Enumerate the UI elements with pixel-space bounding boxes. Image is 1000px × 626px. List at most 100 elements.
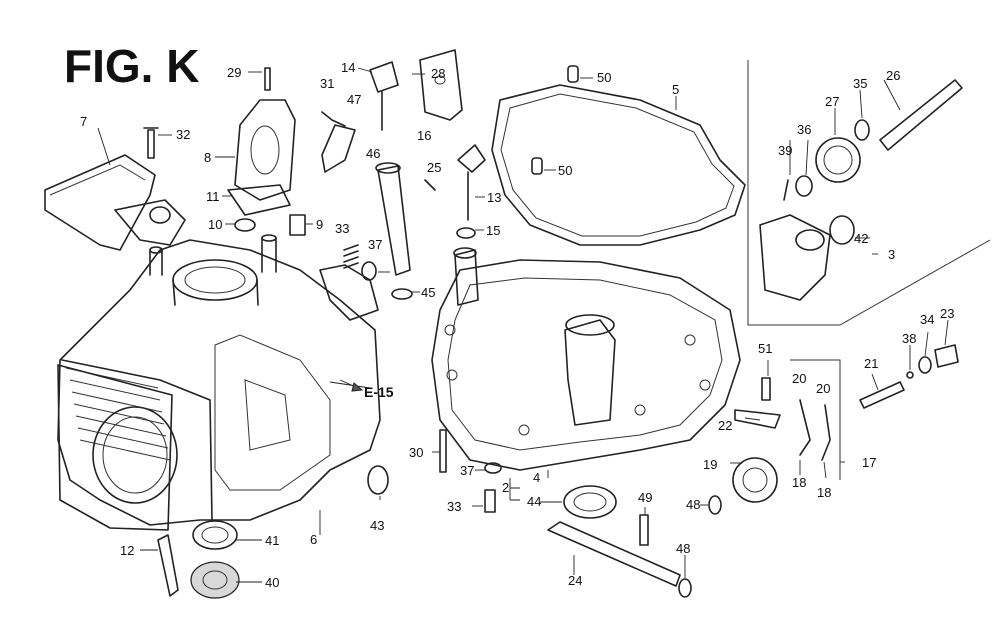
callout-24: 24 bbox=[568, 573, 582, 588]
callout-37: 37 bbox=[368, 237, 382, 252]
callout-9: 9 bbox=[316, 217, 323, 232]
callout-39: 39 bbox=[778, 143, 792, 158]
part-31-bolt bbox=[321, 111, 346, 127]
part-14-cap bbox=[369, 61, 399, 93]
callout-45: 45 bbox=[421, 285, 435, 300]
inset-frame bbox=[747, 60, 991, 326]
part-40-bearing bbox=[190, 561, 240, 599]
callout-33b: 33 bbox=[447, 499, 461, 514]
callout-26: 26 bbox=[886, 68, 900, 83]
part-15-washer bbox=[456, 227, 476, 239]
part-50-pin-a bbox=[567, 65, 579, 83]
part-30-bolt bbox=[439, 429, 447, 473]
callout-44: 44 bbox=[527, 494, 541, 509]
part-48-washer-a bbox=[708, 495, 722, 515]
part-28-bracket bbox=[419, 49, 463, 121]
part-37-washer-b bbox=[484, 462, 502, 474]
part-16-tube bbox=[377, 165, 411, 276]
part-33-spring bbox=[343, 244, 359, 269]
part-36-washer bbox=[795, 175, 813, 197]
part-20-arm-b bbox=[821, 404, 831, 461]
cylinder-block bbox=[57, 199, 381, 531]
callout-7: 7 bbox=[80, 114, 87, 129]
callout-4: 4 bbox=[533, 470, 540, 485]
callout-11: 11 bbox=[206, 189, 220, 204]
callout-17: 17 bbox=[862, 455, 876, 470]
part-22-plate bbox=[734, 409, 781, 429]
callout-21: 21 bbox=[864, 356, 878, 371]
part-20-arm-a bbox=[799, 399, 811, 456]
part-44-seal bbox=[563, 485, 617, 519]
callout-15: 15 bbox=[486, 223, 500, 238]
part-33-bolt-b bbox=[484, 489, 496, 513]
part-35-washer bbox=[854, 119, 870, 141]
callout-42: 42 bbox=[854, 231, 868, 246]
part-7-bracket bbox=[44, 154, 156, 251]
part-37-washer bbox=[361, 261, 377, 281]
callout-18a: 18 bbox=[792, 475, 806, 490]
inset-17-frame bbox=[790, 359, 841, 480]
part-47-bracket bbox=[321, 124, 356, 173]
crankcase-cover bbox=[431, 247, 741, 471]
part-42 bbox=[829, 215, 855, 245]
callout-34: 34 bbox=[920, 312, 934, 327]
part-9 bbox=[289, 214, 306, 236]
part-12-lever bbox=[157, 534, 179, 597]
part-41-seal bbox=[192, 520, 238, 550]
callout-50b: 50 bbox=[558, 163, 572, 178]
callout-51: 51 bbox=[758, 341, 772, 356]
callout-18b: 18 bbox=[817, 485, 831, 500]
part-19-governor bbox=[732, 457, 778, 503]
callout-27: 27 bbox=[825, 94, 839, 109]
callout-38: 38 bbox=[902, 331, 916, 346]
callout-29: 29 bbox=[227, 65, 241, 80]
reference-label: E-15 bbox=[364, 384, 394, 400]
callout-3: 3 bbox=[888, 247, 895, 262]
callout-43: 43 bbox=[370, 518, 384, 533]
callout-48a: 48 bbox=[686, 497, 700, 512]
callout-16: 16 bbox=[417, 128, 431, 143]
part-24-dipper bbox=[547, 521, 681, 587]
callout-2: 2 bbox=[502, 480, 509, 495]
callout-10: 10 bbox=[208, 217, 222, 232]
callout-20b: 20 bbox=[816, 381, 830, 396]
part-49 bbox=[639, 514, 649, 546]
callout-5: 5 bbox=[672, 82, 679, 97]
part-43-seal bbox=[367, 465, 389, 495]
callout-47: 47 bbox=[347, 92, 361, 107]
leader-lines bbox=[97, 67, 949, 583]
callout-50: 50 bbox=[597, 70, 611, 85]
callout-31: 31 bbox=[320, 76, 334, 91]
part-32-bolt bbox=[143, 127, 159, 159]
callout-22: 22 bbox=[718, 418, 732, 433]
part-25 bbox=[424, 179, 436, 191]
part-50-pin-b bbox=[531, 157, 543, 175]
callout-48b: 48 bbox=[676, 541, 690, 556]
callout-19: 19 bbox=[703, 457, 717, 472]
figure-title: FIG. K bbox=[64, 40, 199, 92]
callout-40: 40 bbox=[265, 575, 279, 590]
part-48-washer-b bbox=[678, 578, 692, 598]
callout-14: 14 bbox=[341, 60, 355, 75]
part-11-gasket bbox=[227, 184, 291, 216]
part-38 bbox=[906, 371, 914, 379]
part-29-bolt bbox=[264, 67, 271, 91]
part-45-oring bbox=[391, 288, 413, 300]
callout-33: 33 bbox=[335, 221, 349, 236]
callout-46: 46 bbox=[366, 146, 380, 161]
part-23 bbox=[934, 344, 959, 368]
callout-6: 6 bbox=[310, 532, 317, 547]
callout-35: 35 bbox=[853, 76, 867, 91]
callout-30: 30 bbox=[409, 445, 423, 460]
callout-36: 36 bbox=[797, 122, 811, 137]
callout-49: 49 bbox=[638, 490, 652, 505]
callout-28: 28 bbox=[431, 66, 445, 81]
callout-41: 41 bbox=[265, 533, 279, 548]
callout-32: 32 bbox=[176, 127, 190, 142]
callout-20a: 20 bbox=[792, 371, 806, 386]
part-26-shaft bbox=[879, 79, 963, 151]
part-34-washer bbox=[918, 356, 932, 374]
part-13-plug bbox=[457, 144, 486, 221]
part-39-clip bbox=[783, 179, 789, 201]
callout-37b: 37 bbox=[460, 463, 474, 478]
